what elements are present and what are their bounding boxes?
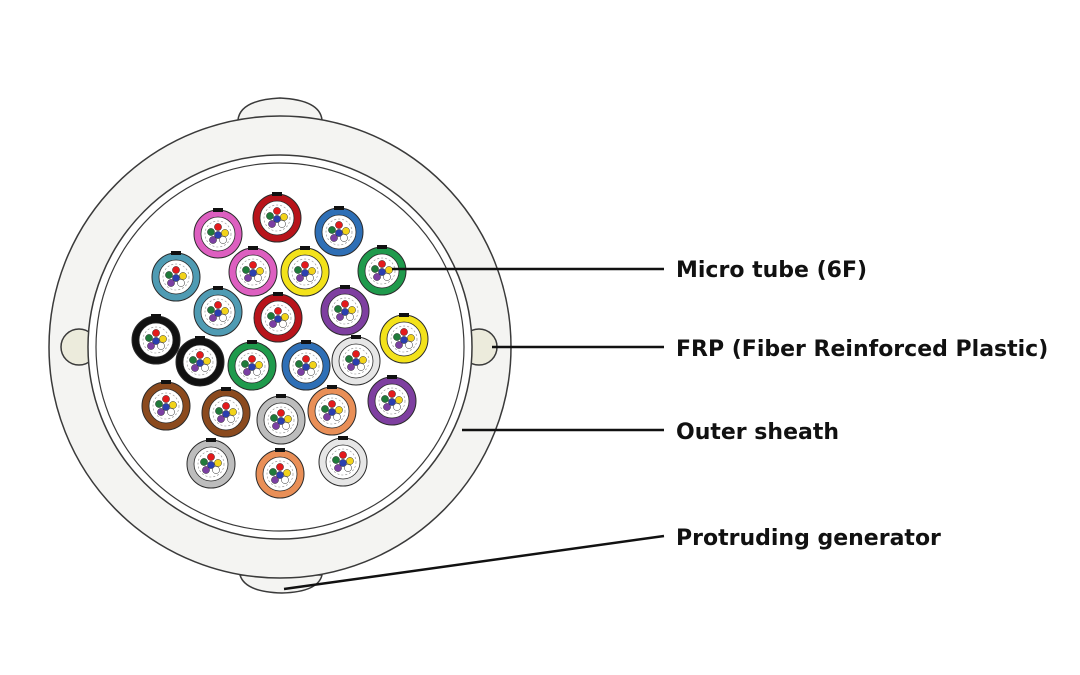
protruding-generator-label: Protruding generator [676,526,941,551]
micro-tube [227,340,277,391]
micro-tube [357,245,407,296]
micro-tube [253,292,303,343]
micro-tube [186,438,236,489]
micro-tube [201,387,251,438]
micro-tube-bundle [131,192,429,499]
micro-tube-label: Micro tube (6F) [676,258,867,283]
micro-tube [193,208,243,259]
micro-tube [367,375,417,426]
protruding-generator-top [237,97,323,121]
micro-tube [256,394,306,445]
micro-tube [281,340,331,391]
micro-tube [314,206,364,257]
protruding-generator-leader [283,534,665,591]
protruding-generator-bottom [238,574,323,594]
micro-tube [379,313,429,364]
outer-sheath-label: Outer sheath [676,420,839,445]
micro-tube [280,246,330,297]
micro-tube [318,436,368,487]
micro-tube [151,251,201,302]
micro-tube [307,385,357,436]
micro-tube [141,380,191,431]
micro-tube [255,448,305,499]
micro-tube [193,286,243,337]
micro-tube [131,314,181,365]
micro-tube [252,192,302,243]
micro-tube [320,285,370,336]
micro-tube [228,246,278,297]
micro-tube [331,335,381,386]
micro-tube [175,336,225,387]
frp-label: FRP (Fiber Reinforced Plastic) [676,337,1048,362]
